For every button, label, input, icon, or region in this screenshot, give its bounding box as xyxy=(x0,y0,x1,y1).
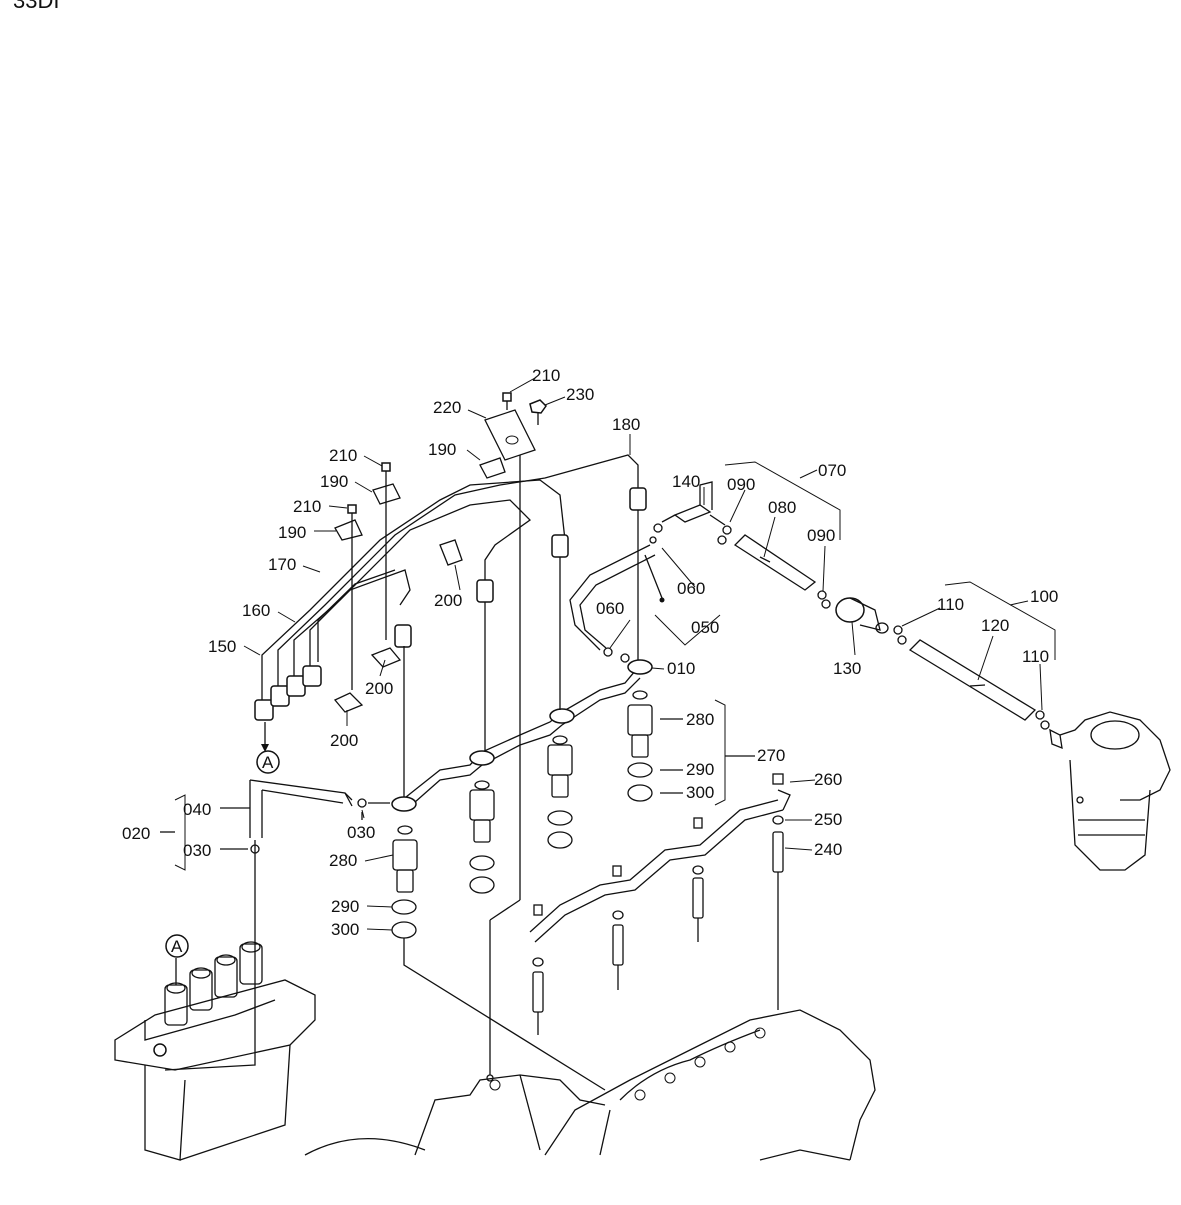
label-200-low: 200 xyxy=(330,731,358,750)
label-080: 080 xyxy=(768,498,796,517)
label-060-left: 060 xyxy=(596,599,624,618)
label-030-left: 030 xyxy=(183,841,211,860)
engine-block xyxy=(304,1009,876,1161)
label-300-right: 300 xyxy=(686,783,714,802)
label-220: 220 xyxy=(433,398,461,417)
label-090-top: 090 xyxy=(727,475,755,494)
label-250: 250 xyxy=(814,810,842,829)
label-160: 160 xyxy=(242,601,270,620)
label-200-top: 200 xyxy=(434,591,462,610)
label-070: 070 xyxy=(818,461,846,480)
label-050: 050 xyxy=(691,618,719,637)
label-030-mid: 030 xyxy=(347,823,375,842)
label-240: 240 xyxy=(814,840,842,859)
leader-lines xyxy=(243,377,1043,931)
label-290-right: 290 xyxy=(686,760,714,779)
label-280-right: 280 xyxy=(686,710,714,729)
label-260: 260 xyxy=(814,770,842,789)
label-020: 020 xyxy=(122,824,150,843)
label-270: 270 xyxy=(757,746,785,765)
fuel-line-assembly xyxy=(653,461,1171,871)
part-labels: 210 230 220 180 190 210 190 210 190 170 … xyxy=(122,366,1058,939)
injection-pipes: A xyxy=(254,392,647,1082)
label-190-low: 190 xyxy=(278,523,306,542)
label-130: 130 xyxy=(833,659,861,678)
glow-plugs xyxy=(529,699,791,1035)
ref-a-pump: A xyxy=(171,937,183,956)
ref-circle-a-pump xyxy=(165,934,189,958)
label-120: 120 xyxy=(981,616,1009,635)
label-060-right: 060 xyxy=(677,579,705,598)
label-140: 140 xyxy=(672,472,700,491)
model-title: 33DI xyxy=(13,0,60,13)
label-290-left: 290 xyxy=(331,897,359,916)
label-190-mid: 190 xyxy=(320,472,348,491)
label-190-top: 190 xyxy=(428,440,456,459)
injectors xyxy=(391,510,721,1091)
label-200-mid: 200 xyxy=(365,679,393,698)
label-210-low: 210 xyxy=(293,497,321,516)
label-010: 010 xyxy=(667,659,695,678)
injection-pump: A xyxy=(114,934,316,1161)
label-230: 230 xyxy=(566,385,594,404)
label-280-left: 280 xyxy=(329,851,357,870)
label-180: 180 xyxy=(612,415,640,434)
label-300-left: 300 xyxy=(331,920,359,939)
label-040: 040 xyxy=(183,800,211,819)
label-210-mid: 210 xyxy=(329,446,357,465)
label-110-top: 110 xyxy=(937,595,964,614)
return-hose-020 xyxy=(160,779,390,1071)
label-170: 170 xyxy=(268,555,296,574)
ref-a-pipes: A xyxy=(262,753,274,772)
ref-circle-a-pipes xyxy=(256,750,280,774)
label-100: 100 xyxy=(1030,587,1058,606)
label-150: 150 xyxy=(208,637,236,656)
label-090-low: 090 xyxy=(807,526,835,545)
label-210-top: 210 xyxy=(532,366,560,385)
label-110-low: 110 xyxy=(1022,647,1049,666)
